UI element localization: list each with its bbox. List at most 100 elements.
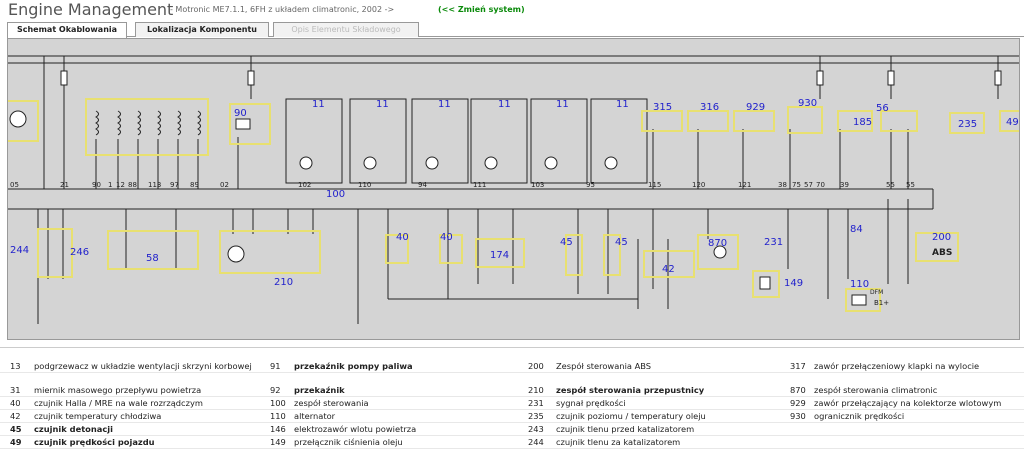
pin-label: 115 [648, 181, 661, 189]
abs-label: ABS [932, 248, 952, 258]
legend-row: 13 podgrzewacz w układzie wentylacji skr… [0, 360, 1024, 373]
legend-text: przełącznik ciśnienia oleju [294, 437, 403, 447]
legend-text: zespół sterowania [294, 398, 369, 408]
legend-number: 45 [10, 424, 22, 434]
legend-number: 317 [790, 361, 806, 371]
change-system-link[interactable]: (<< Zmień system) [438, 5, 525, 14]
legend-number: 91 [270, 361, 281, 371]
legend-text: Zespół sterowania ABS [556, 361, 652, 371]
header: Engine Management - Motronic ME7.1.1, 6F… [0, 0, 1024, 22]
legend-number: 929 [790, 398, 806, 408]
component-185-label: 185 [853, 117, 872, 128]
pin-label: 70 [816, 181, 825, 189]
relay-11-label: 11 [556, 99, 569, 110]
legend-number: 13 [10, 361, 21, 371]
component-210-label: 210 [274, 277, 293, 288]
pin-label: 39 [840, 181, 849, 189]
legend-number: 92 [270, 385, 281, 395]
b1-label: B1+ [874, 299, 889, 307]
component-174-label: 174 [490, 250, 509, 261]
relay-11-label: 11 [312, 99, 325, 110]
legend-text: zawór przełączający na kolektorze wlotow… [814, 398, 1002, 408]
legend-number: 244 [528, 437, 544, 447]
pin-label: 121 [738, 181, 751, 189]
legend-text: elektrozawór wlotu powietrza [294, 424, 417, 434]
legend-number: 146 [270, 424, 286, 434]
pin-label: 1 [108, 181, 112, 189]
tab-component-description[interactable]: Opis Elementu Składowego [273, 22, 419, 37]
component-110-label: 110 [850, 279, 869, 290]
component-870-label: 870 [708, 238, 727, 249]
pin-label: 111 [473, 181, 486, 189]
legend-number: 110 [270, 411, 286, 421]
system-subtitle: - Motronic ME7.1.1, 6FH z układem climat… [170, 5, 395, 14]
component-930-label: 930 [798, 98, 817, 109]
component-235-label: 235 [958, 119, 977, 130]
legend-number: 243 [528, 424, 544, 434]
legend-row: 49 czujnik prędkości pojazdu 149 przełąc… [0, 436, 1024, 449]
ecu-100-label: 100 [326, 189, 345, 200]
pin-label: 55 [906, 181, 915, 189]
legend-number: 870 [790, 385, 806, 395]
component-231-label: 231 [764, 237, 783, 248]
legend-text: przekaźnik [294, 385, 345, 395]
component-legend: 13 podgrzewacz w układzie wentylacji skr… [0, 360, 1024, 454]
pin-label: 113 [148, 181, 161, 189]
legend-number: 235 [528, 411, 544, 421]
component-929-label: 929 [746, 102, 765, 113]
legend-number: 231 [528, 398, 544, 408]
wiring-diagram[interactable]: 90 11 11 11 11 11 11 315 316 929 930 185… [7, 38, 1020, 340]
legend-text: zespół sterowania przepustnicy [556, 385, 705, 395]
pin-label: 57 [804, 181, 813, 189]
pin-label: 90 [92, 181, 101, 189]
component-42-label: 42 [662, 264, 675, 275]
legend-text: sygnał prędkości [556, 398, 626, 408]
tab-component-location[interactable]: Lokalizacja Komponentu [135, 22, 269, 37]
legend-number: 210 [528, 385, 544, 395]
pin-label: 120 [692, 181, 705, 189]
pin-label: 94 [418, 181, 427, 189]
legend-row: 31 miernik masowego przepływu powietrza … [0, 384, 1024, 397]
tab-wiring-diagram[interactable]: Schemat Okablowania [7, 22, 127, 38]
legend-number: 930 [790, 411, 806, 421]
pin-label: 95 [586, 181, 595, 189]
relay-90-label: 90 [234, 108, 247, 119]
component-244-label: 244 [10, 245, 29, 256]
legend-divider [0, 347, 1024, 348]
legend-text: przekaźnik pompy paliwa [294, 361, 413, 371]
component-316-label: 316 [700, 102, 719, 113]
pin-label: 97 [170, 181, 179, 189]
legend-text: czujnik tlenu przed katalizatorem [556, 424, 695, 434]
relay-11-label: 11 [376, 99, 389, 110]
pin-label: 89 [190, 181, 199, 189]
component-200-label: 200 [932, 232, 951, 243]
component-40-label: 40 [440, 232, 453, 243]
legend-text: podgrzewacz w układzie wentylacji skrzyn… [34, 361, 252, 371]
component-58-label: 58 [146, 253, 159, 264]
legend-number: 49 [10, 437, 22, 447]
component-246-label: 246 [70, 247, 89, 258]
legend-number: 40 [10, 398, 21, 408]
legend-text: czujnik prędkości pojazdu [34, 437, 155, 447]
component-45-label: 45 [615, 237, 628, 248]
component-56-label: 56 [876, 103, 889, 114]
legend-number: 31 [10, 385, 21, 395]
legend-number: 149 [270, 437, 286, 447]
legend-number: 200 [528, 361, 544, 371]
pin-label: 88 [128, 181, 137, 189]
legend-number: 100 [270, 398, 286, 408]
legend-row: 40 czujnik Halla / MRE na wale rozrządcz… [0, 397, 1024, 410]
component-149-label: 149 [784, 278, 803, 289]
component-49-label: 49 [1006, 117, 1019, 128]
component-40-label: 40 [396, 232, 409, 243]
component-315-label: 315 [653, 102, 672, 113]
legend-text: zawór przełączeniowy klapki na wylocie [814, 361, 980, 371]
dfm-label: DFM [870, 289, 883, 296]
tab-bar: Schemat Okablowania Lokalizacja Komponen… [7, 22, 1024, 38]
component-84-label: 84 [850, 224, 863, 235]
legend-row: 42 czujnik temperatury chłodziwa 110 alt… [0, 410, 1024, 423]
relay-11-label: 11 [498, 99, 511, 110]
pin-label: 55 [886, 181, 895, 189]
legend-text: czujnik temperatury chłodziwa [34, 411, 162, 421]
pin-label: 103 [531, 181, 544, 189]
